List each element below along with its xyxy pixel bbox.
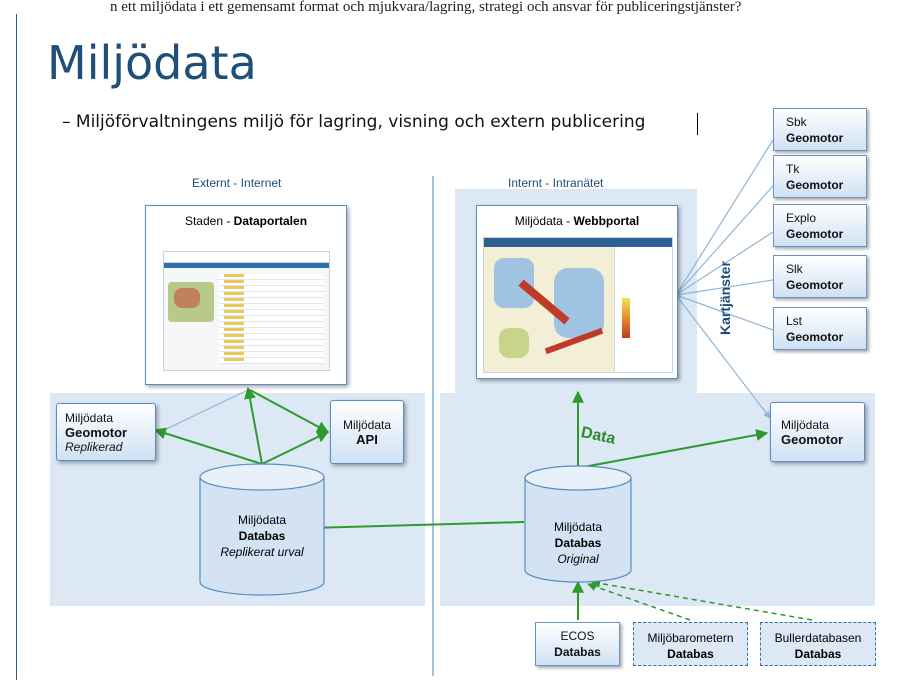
map-service-name: Sbk (786, 115, 807, 129)
geomotor-original-line1: Miljödata (781, 417, 830, 432)
api-line2: API (356, 431, 378, 447)
dataportalen-bold: Dataportalen (233, 214, 308, 228)
webbportal-prefix: Miljödata - (514, 214, 574, 228)
section-divider (432, 176, 434, 676)
source-type: Databas (667, 647, 714, 661)
map-service-name: Explo (786, 211, 817, 225)
source-miljobarometern: Miljöbarometern Databas (633, 622, 748, 666)
text-cursor (697, 113, 698, 135)
dataportalen-frame: Staden - Dataportalen (145, 205, 347, 385)
map-service-engine: Geomotor (786, 278, 844, 292)
db-replikerad-label: Miljödata Databas Replikerat urval (200, 512, 324, 560)
geomotor-replikerad-line2: Geomotor (65, 424, 128, 440)
db-cylinder-left (199, 463, 325, 596)
map-service-engine: Geomotor (786, 131, 844, 145)
geomotor-original-line2: Geomotor (781, 431, 844, 447)
map-service-name: Slk (786, 262, 803, 276)
page-title: Miljödata (47, 36, 257, 90)
source-type: Databas (794, 647, 842, 661)
webbportal-bold: Webbportal (573, 214, 640, 228)
webbportal-screenshot (483, 237, 673, 373)
map-service-name: Tk (786, 162, 800, 176)
geomotor-replikerad-box: Miljödata Geomotor Replikerad (56, 403, 156, 461)
section-label-internal: Internt - Intranätet (508, 176, 604, 190)
api-line1: Miljödata (342, 417, 392, 432)
dataportalen-prefix: Staden - (184, 214, 234, 228)
subtitle: – Miljöförvaltningens miljö för lagring,… (62, 112, 646, 132)
map-service-name: Lst (786, 314, 803, 328)
map-service-sbk: Sbk Geomotor (773, 108, 867, 151)
kartjanster-label: Kartjänster (717, 261, 733, 335)
map-service-engine: Geomotor (786, 330, 844, 344)
db-original-line2: Databas (554, 536, 602, 550)
dataportalen-screenshot (163, 251, 330, 371)
slide-border (16, 14, 17, 680)
source-ecos: ECOS Databas (535, 622, 620, 666)
section-label-external: Externt - Internet (192, 176, 282, 190)
db-replikerad-line2: Databas (238, 529, 286, 543)
db-replikerad-line3: Replikerat urval (220, 545, 304, 559)
webbportal-title: Miljödata - Webbportal (477, 214, 677, 228)
map-service-slk: Slk Geomotor (773, 255, 867, 298)
geomotor-replikerad-line1: Miljödata (65, 410, 114, 425)
source-name: Bullerdatabasen (774, 631, 862, 645)
source-name: ECOS (560, 629, 595, 643)
map-service-explo: Explo Geomotor (773, 204, 867, 247)
source-type: Databas (554, 645, 601, 659)
db-original-line1: Miljödata (553, 520, 603, 534)
map-service-engine: Geomotor (786, 178, 844, 192)
top-overflow-text: n ett miljödata i ett gemensamt format o… (110, 0, 742, 15)
api-box: Miljödata API (330, 400, 404, 464)
db-replikerad-line1: Miljödata (237, 513, 287, 527)
geomotor-original-box: Miljödata Geomotor (770, 402, 865, 462)
db-cylinder-right (524, 465, 632, 583)
source-name: Miljöbarometern (647, 631, 734, 645)
db-original-label: Miljödata Databas Original (525, 519, 631, 567)
dataportalen-title: Staden - Dataportalen (146, 214, 346, 228)
map-service-tk: Tk Geomotor (773, 155, 867, 198)
db-original-line3: Original (557, 552, 599, 566)
source-bullerdatabasen: Bullerdatabasen Databas (760, 622, 876, 666)
map-service-engine: Geomotor (786, 227, 844, 241)
map-service-lst: Lst Geomotor (773, 307, 867, 350)
webbportal-frame: Miljödata - Webbportal (476, 205, 678, 379)
geomotor-replikerad-line3: Replikerad (65, 439, 123, 454)
